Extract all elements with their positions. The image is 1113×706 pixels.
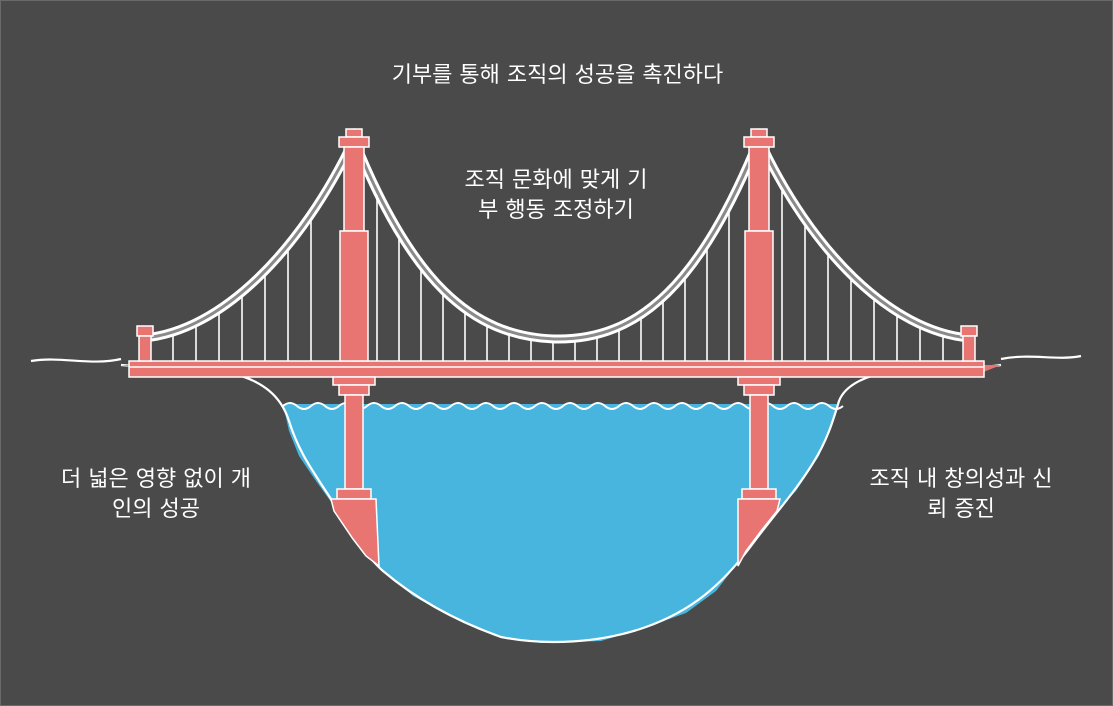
left-caption: 더 넓은 영향 없이 개 인의 성공: [61, 467, 251, 522]
right-end-post: [960, 325, 978, 362]
left-end-post: [136, 325, 154, 362]
valley-outline: [30, 354, 1082, 644]
right-caption: 조직 내 창의성과 신 뢰 증진: [869, 467, 1053, 522]
right-tower: [737, 128, 781, 567]
left-tower: [330, 128, 380, 568]
suspender-cables: [172, 187, 944, 361]
bridge-deck: [128, 360, 985, 378]
center-caption: 조직 문화에 맞게 기 부 행동 조정하기: [464, 168, 648, 223]
diagram-title: 기부를 통해 조직의 성공을 촉진하다: [391, 63, 724, 88]
water-surface-wave: [282, 402, 844, 410]
river-water: [283, 404, 837, 643]
main-cable-inner: [143, 135, 970, 341]
